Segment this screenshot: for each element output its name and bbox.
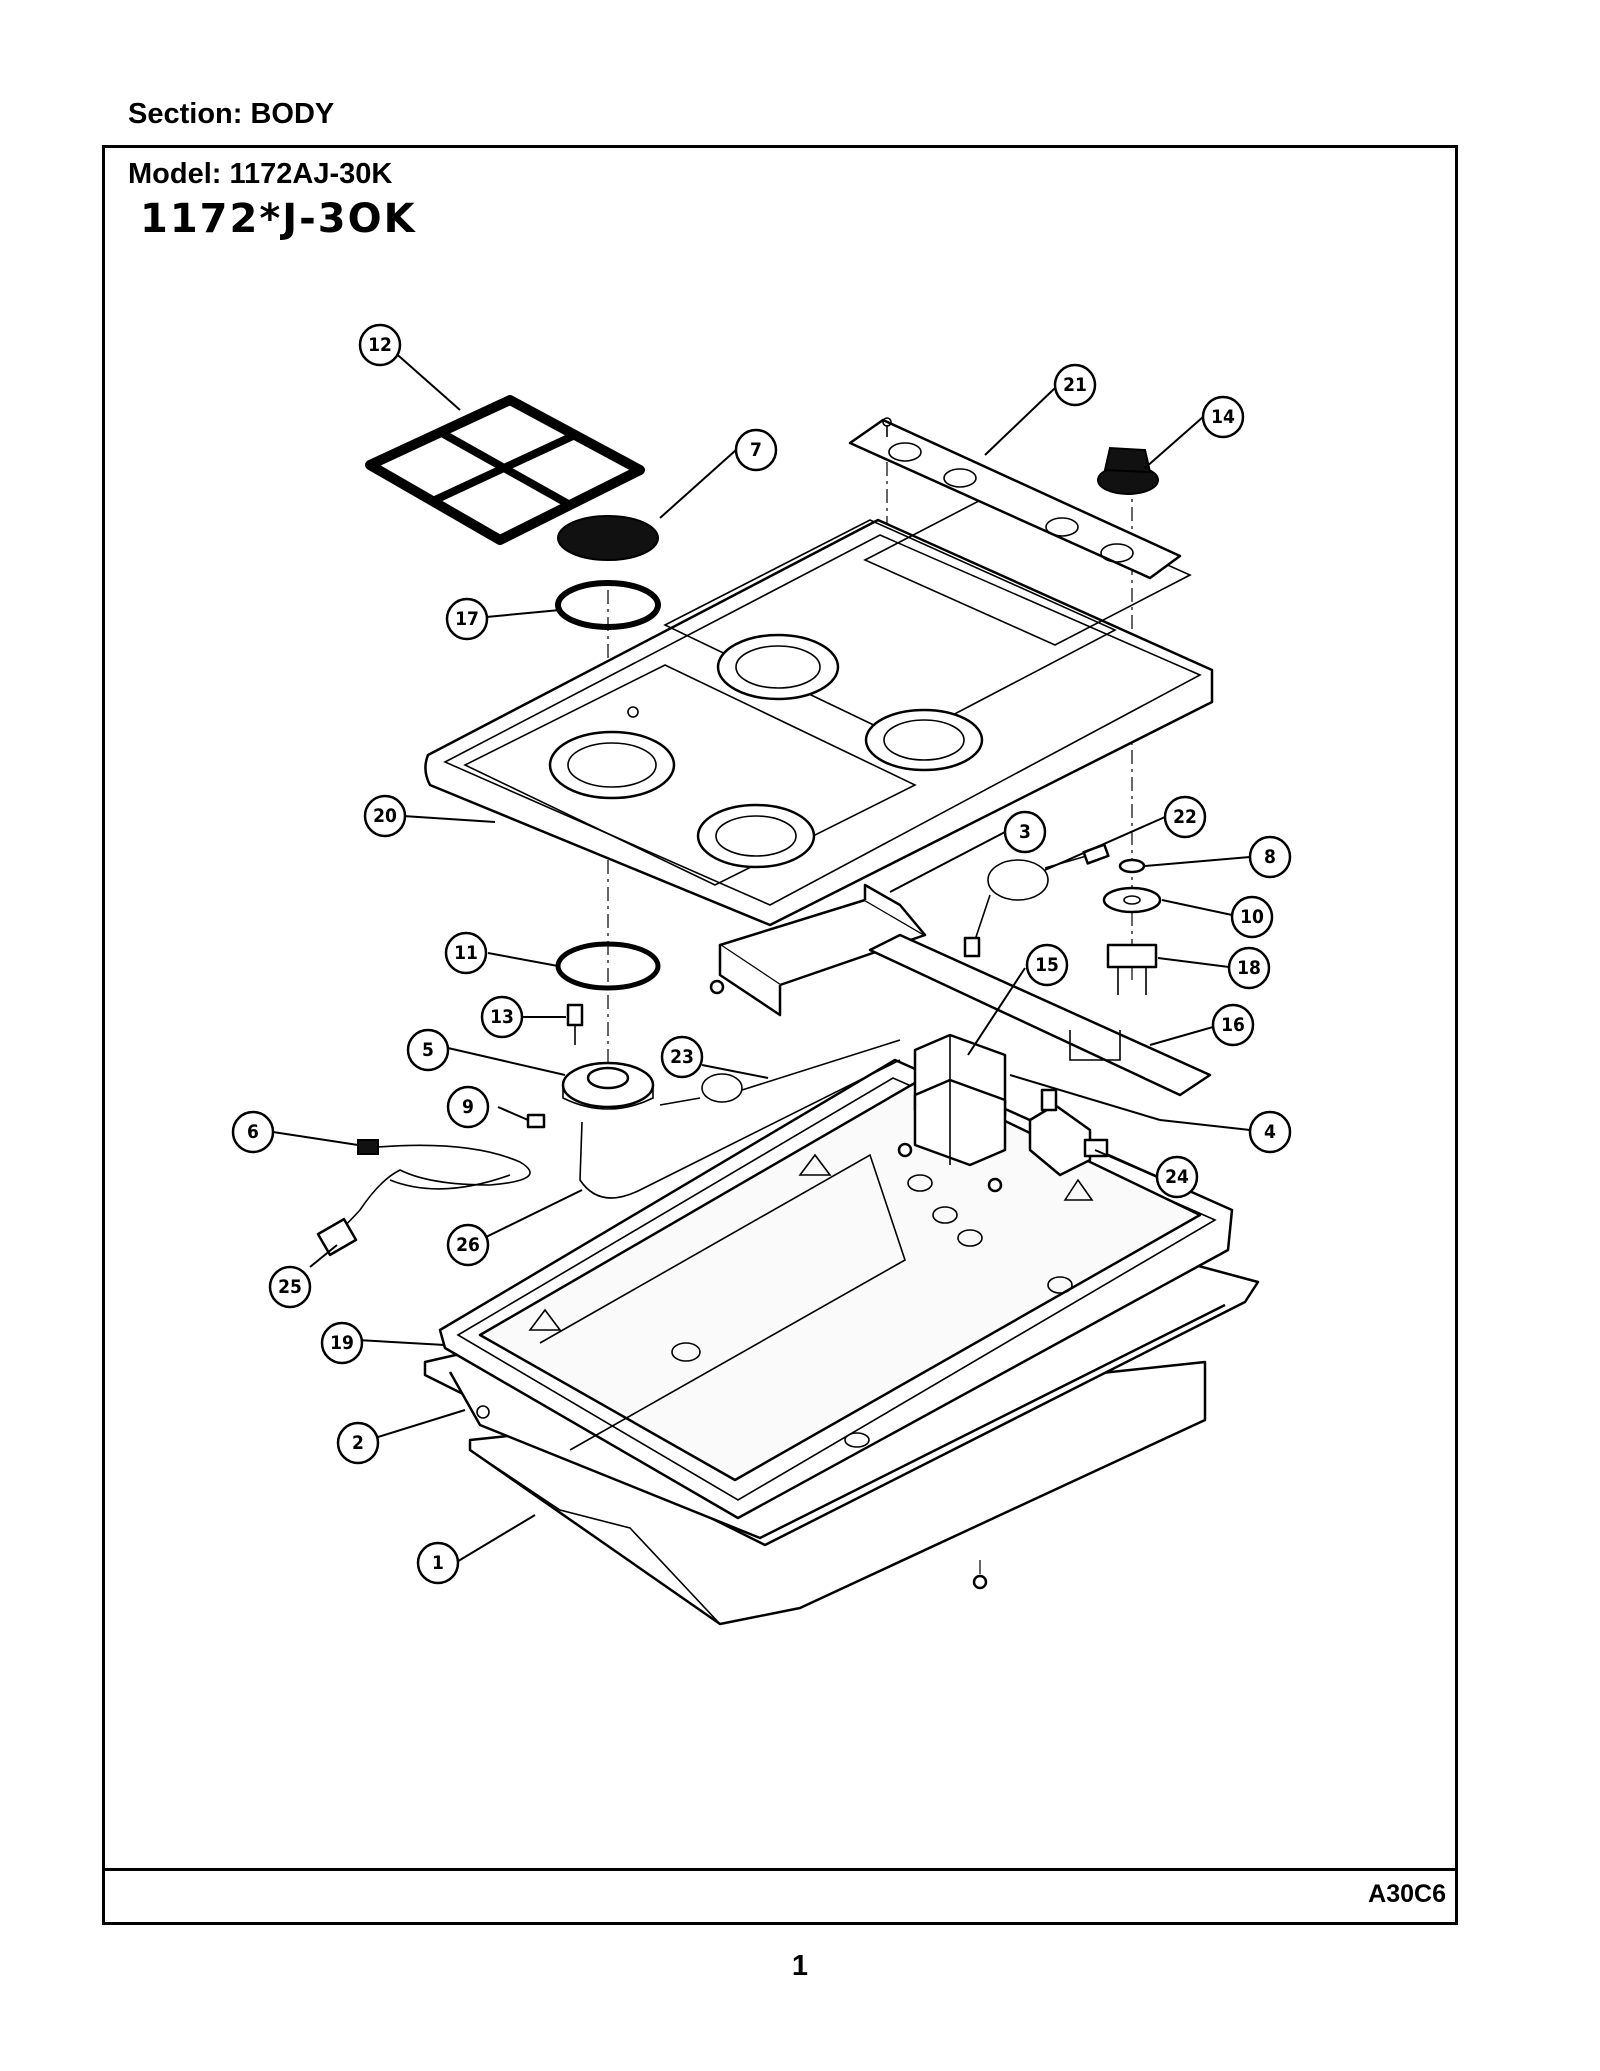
valve-block-part (913, 1033, 1007, 1167)
svg-text:7: 7 (750, 439, 762, 461)
washer-part (1118, 858, 1146, 874)
svg-text:4: 4 (1264, 1121, 1276, 1143)
callout-1: 1 (416, 1541, 460, 1585)
gas-tube-part (963, 843, 1110, 958)
burner-ring-part (555, 580, 661, 630)
burner-cap-part (557, 515, 659, 561)
diagram-frame (102, 145, 1458, 1925)
callout-25: 25 (268, 1265, 312, 1309)
regulator-part (1028, 1088, 1109, 1177)
disc-part (1102, 886, 1162, 914)
svg-text:26: 26 (456, 1234, 480, 1256)
svg-text:1: 1 (432, 1552, 444, 1574)
callout-17: 17 (445, 597, 489, 641)
model-title: Model: 1172AJ-30K (128, 158, 393, 190)
callout-20: 20 (363, 794, 407, 838)
svg-text:17: 17 (455, 608, 479, 630)
gasket-frame-part (438, 1058, 1234, 1520)
svg-text:10: 10 (1240, 906, 1264, 928)
callout-10: 10 (1230, 895, 1274, 939)
switch-holder-part (1106, 943, 1158, 995)
callout-14: 14 (1201, 395, 1245, 439)
callout-9: 9 (446, 1085, 490, 1129)
screw-part (709, 979, 1003, 1590)
page-number: 1 (791, 1950, 809, 1982)
drawing-code: A30C6 (1368, 1880, 1446, 1908)
cooktop-main-top-part (424, 489, 1214, 927)
svg-text:18: 18 (1237, 957, 1261, 979)
svg-text:15: 15 (1035, 954, 1059, 976)
burner-grate-part (365, 395, 645, 545)
callout-12: 12 (358, 323, 402, 367)
callout-5: 5 (406, 1028, 450, 1072)
svg-text:5: 5 (422, 1039, 434, 1061)
callout-21: 21 (1053, 363, 1097, 407)
leader-lines (272, 341, 1251, 1564)
callout-7: 7 (734, 428, 778, 472)
callout-11: 11 (444, 931, 488, 975)
svg-text:8: 8 (1264, 846, 1276, 868)
callout-23: 23 (660, 1035, 704, 1079)
control-knob-part (1097, 446, 1159, 495)
svg-text:22: 22 (1173, 806, 1197, 828)
footer-divider (102, 1868, 1458, 1871)
svg-text:20: 20 (373, 805, 397, 827)
callout-13: 13 (480, 995, 524, 1039)
svg-text:9: 9 (462, 1096, 474, 1118)
callout-4: 4 (1248, 1110, 1292, 1154)
callout-24: 24 (1155, 1155, 1199, 1199)
callout-26: 26 (446, 1223, 490, 1267)
svg-text:11: 11 (454, 942, 478, 964)
callout-15: 15 (1025, 943, 1069, 987)
callout-18: 18 (1227, 946, 1271, 990)
drawing-title: 1172*J-3OK (140, 196, 417, 242)
svg-text:23: 23 (670, 1046, 694, 1068)
svg-text:19: 19 (330, 1332, 354, 1354)
svg-text:12: 12 (368, 334, 392, 356)
svg-text:2: 2 (352, 1432, 364, 1454)
manifold-bracket-part (718, 883, 927, 1017)
callout-16: 16 (1211, 1003, 1255, 1047)
svg-text:24: 24 (1165, 1166, 1189, 1188)
callout-6: 6 (231, 1110, 275, 1154)
callout-8: 8 (1248, 835, 1292, 879)
callout-3: 3 (1003, 810, 1047, 854)
section-title: Section: BODY (128, 98, 335, 130)
control-panel-part (848, 417, 1182, 580)
callout-2: 2 (336, 1421, 380, 1465)
manifold-part (868, 933, 1212, 1097)
svg-text:16: 16 (1221, 1014, 1245, 1036)
burner-base-part (561, 1061, 655, 1110)
callout-19: 19 (320, 1321, 364, 1365)
svg-text:13: 13 (490, 1006, 514, 1028)
svg-text:3: 3 (1019, 821, 1031, 843)
clip-part (526, 1113, 546, 1129)
ignition-wire-part (579, 1059, 901, 1199)
callout-22: 22 (1163, 795, 1207, 839)
electrode-part (566, 1003, 584, 1045)
svg-text:25: 25 (278, 1276, 302, 1298)
svg-text:21: 21 (1063, 374, 1087, 396)
power-cord-part (316, 1139, 531, 1257)
svg-text:14: 14 (1211, 406, 1235, 428)
svg-text:6: 6 (247, 1121, 259, 1143)
burner-tube-part (659, 1039, 901, 1106)
